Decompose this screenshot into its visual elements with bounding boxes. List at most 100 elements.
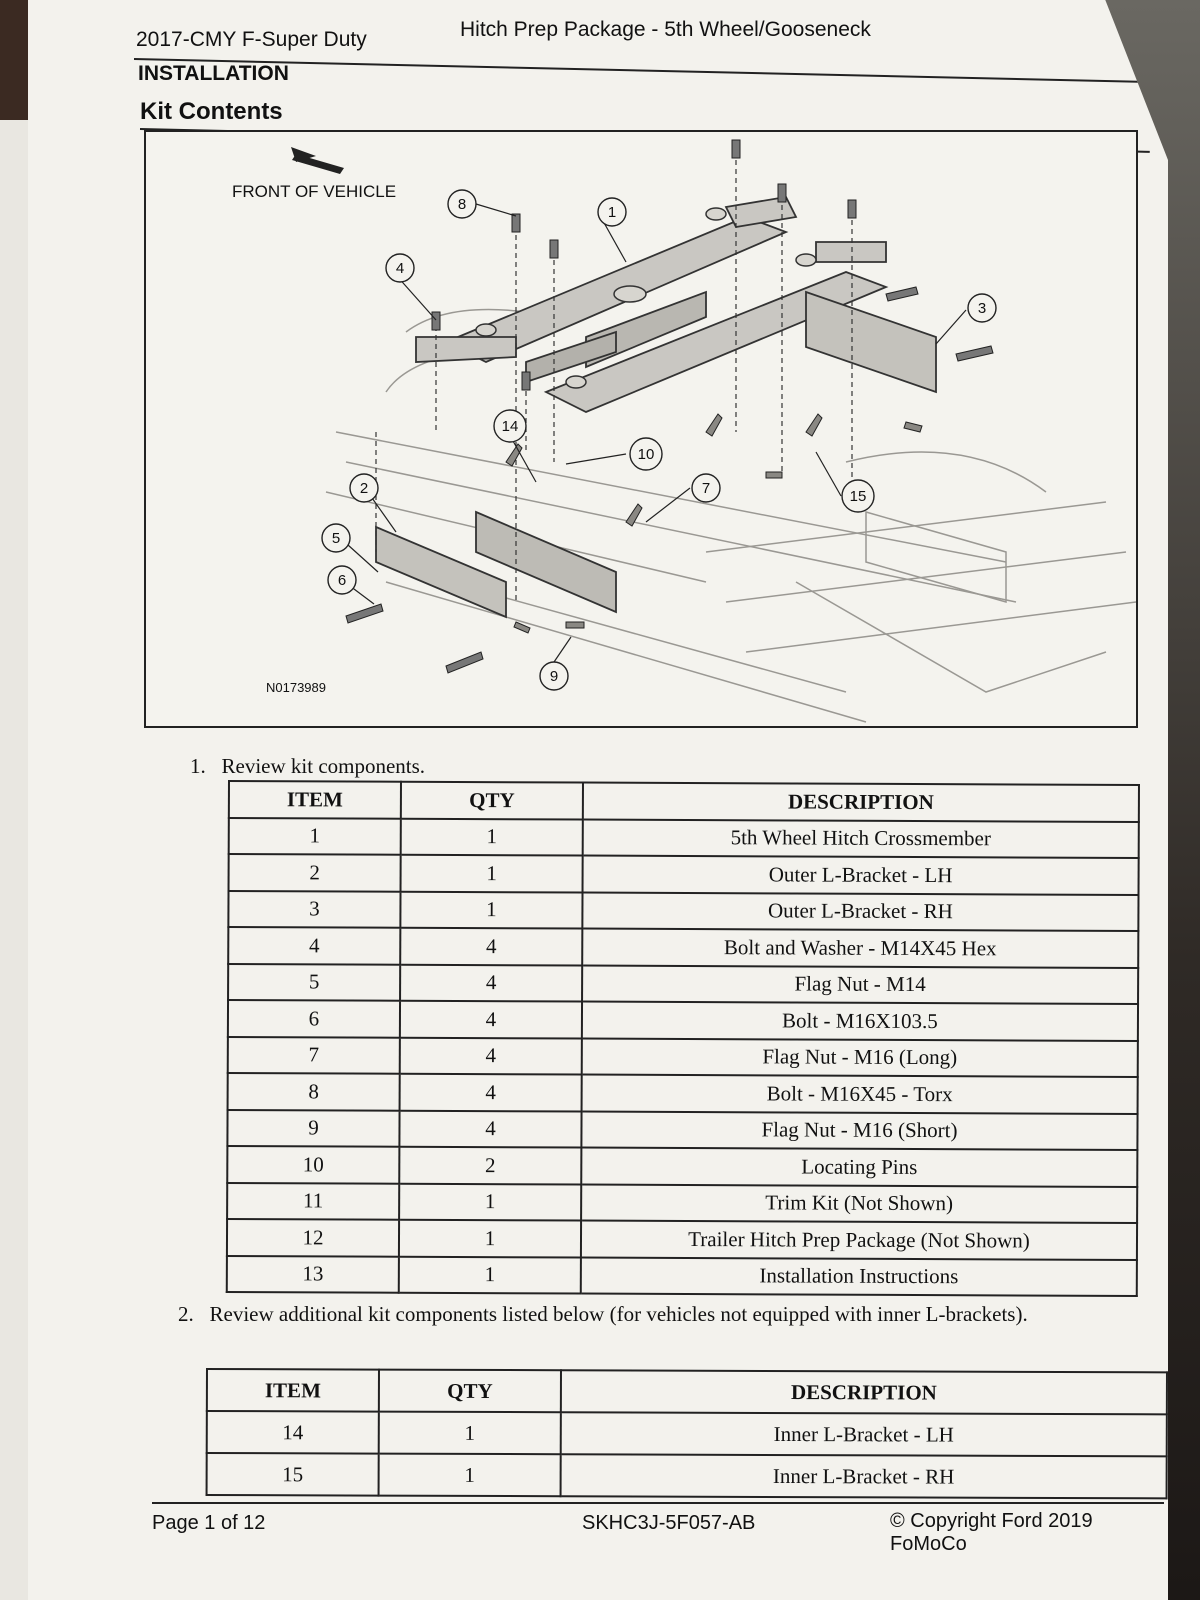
direction-arrow-icon bbox=[291, 147, 344, 174]
description-cell: Trailer Hitch Prep Package (Not Shown) bbox=[580, 1220, 1138, 1260]
qty-cell: 2 bbox=[399, 1146, 582, 1185]
qty-cell: 4 bbox=[400, 927, 583, 966]
header-title: Hitch Prep Package - 5th Wheel/Gooseneck bbox=[460, 18, 871, 41]
column-header-description: DESCRIPTION bbox=[560, 1370, 1167, 1415]
description-cell: Bolt - M16X45 - Torx bbox=[581, 1074, 1138, 1114]
svg-text:8: 8 bbox=[458, 196, 466, 213]
description-cell: Trim Kit (Not Shown) bbox=[581, 1184, 1138, 1223]
copyright-notice: © Copyright Ford 2019 FoMoCo bbox=[890, 1510, 1093, 1555]
figure-code: N0173989 bbox=[266, 680, 326, 695]
exploded-diagram: 8 1 4 3 14 10 7 15 2 5 6 9 FRONT OF VEHI… bbox=[144, 130, 1138, 728]
svg-text:14: 14 bbox=[502, 418, 519, 435]
step-1: 1. Review kit components. bbox=[190, 754, 425, 779]
step-2-number: 2. bbox=[178, 1302, 194, 1326]
item-cell: 13 bbox=[226, 1255, 399, 1293]
callout-7: 7 bbox=[691, 473, 721, 503]
subsection-heading: Kit Contents bbox=[140, 98, 283, 125]
item-cell: 1 bbox=[228, 817, 401, 855]
document-page: 2017-CMY F-Super Duty Hitch Prep Package… bbox=[28, 0, 1168, 1600]
item-cell: 5 bbox=[228, 963, 401, 1001]
qty-cell: 1 bbox=[400, 818, 583, 856]
callout-10: 10 bbox=[629, 437, 663, 471]
description-cell: Locating Pins bbox=[581, 1147, 1138, 1187]
column-header-item: ITEM bbox=[206, 1369, 379, 1412]
svg-text:9: 9 bbox=[550, 668, 558, 685]
svg-text:3: 3 bbox=[978, 300, 986, 317]
qty-cell: 4 bbox=[399, 1110, 582, 1148]
column-header-qty: QTY bbox=[378, 1369, 561, 1413]
svg-text:7: 7 bbox=[702, 480, 710, 497]
qty-cell: 1 bbox=[378, 1453, 561, 1497]
svg-text:6: 6 bbox=[338, 572, 346, 589]
page-number: Page 1 of 12 bbox=[152, 1512, 266, 1534]
step-1-number: 1. bbox=[190, 754, 206, 778]
svg-text:5: 5 bbox=[332, 530, 340, 547]
description-cell: Inner L-Bracket - LH bbox=[560, 1412, 1167, 1457]
header-model: 2017-CMY F-Super Duty bbox=[136, 28, 367, 51]
item-cell: 9 bbox=[227, 1109, 400, 1147]
svg-text:2: 2 bbox=[360, 480, 368, 497]
description-cell: Bolt - M16X103.5 bbox=[581, 1001, 1139, 1041]
svg-text:4: 4 bbox=[396, 260, 404, 277]
callout-2: 2 bbox=[349, 473, 379, 503]
item-cell: 10 bbox=[227, 1146, 400, 1184]
item-cell: 2 bbox=[228, 854, 401, 892]
qty-cell: 1 bbox=[399, 1183, 582, 1221]
qty-cell: 4 bbox=[399, 1000, 583, 1039]
callout-6: 6 bbox=[327, 565, 357, 595]
item-cell: 11 bbox=[227, 1182, 400, 1220]
item-cell: 8 bbox=[227, 1073, 400, 1111]
step-2: 2. Review additional kit components list… bbox=[178, 1302, 1028, 1327]
document-code: SKHC3J-5F057-AB bbox=[582, 1512, 756, 1534]
callout-8: 8 bbox=[447, 189, 477, 219]
column-header-qty: QTY bbox=[400, 781, 583, 820]
step-1-text: Review kit components. bbox=[221, 754, 426, 778]
callout-14: 14 bbox=[493, 409, 527, 443]
section-heading: INSTALLATION bbox=[138, 62, 289, 85]
description-cell: 5th Wheel Hitch Crossmember bbox=[582, 819, 1139, 858]
item-cell: 4 bbox=[228, 927, 401, 965]
item-cell: 7 bbox=[227, 1036, 400, 1074]
description-cell: Flag Nut - M16 (Short) bbox=[581, 1111, 1138, 1150]
callout-1: 1 bbox=[597, 197, 627, 227]
callout-9: 9 bbox=[539, 661, 569, 691]
description-cell: Flag Nut - M14 bbox=[582, 965, 1139, 1004]
description-cell: Inner L-Bracket - RH bbox=[560, 1454, 1167, 1499]
svg-text:1: 1 bbox=[608, 204, 616, 221]
item-cell: 3 bbox=[228, 890, 401, 928]
column-header-description: DESCRIPTION bbox=[582, 782, 1139, 822]
qty-cell: 4 bbox=[399, 1073, 582, 1112]
callout-3: 3 bbox=[967, 293, 997, 323]
description-cell: Flag Nut - M16 (Long) bbox=[581, 1038, 1138, 1077]
description-cell: Outer L-Bracket - RH bbox=[582, 892, 1139, 931]
item-cell: 15 bbox=[206, 1453, 379, 1496]
qty-cell: 1 bbox=[398, 1256, 581, 1294]
description-cell: Outer L-Bracket - LH bbox=[582, 855, 1139, 895]
qty-cell: 1 bbox=[400, 891, 583, 929]
description-cell: Installation Instructions bbox=[580, 1257, 1137, 1296]
qty-cell: 1 bbox=[378, 1411, 561, 1455]
callout-15: 15 bbox=[841, 479, 875, 513]
qty-cell: 4 bbox=[399, 1037, 582, 1075]
qty-cell: 1 bbox=[400, 854, 583, 893]
callout-5: 5 bbox=[321, 523, 351, 553]
description-cell: Bolt and Washer - M14X45 Hex bbox=[582, 928, 1139, 968]
svg-text:10: 10 bbox=[638, 446, 655, 463]
front-of-vehicle-label: FRONT OF VEHICLE bbox=[232, 182, 397, 201]
footer-divider bbox=[152, 1502, 1164, 1504]
